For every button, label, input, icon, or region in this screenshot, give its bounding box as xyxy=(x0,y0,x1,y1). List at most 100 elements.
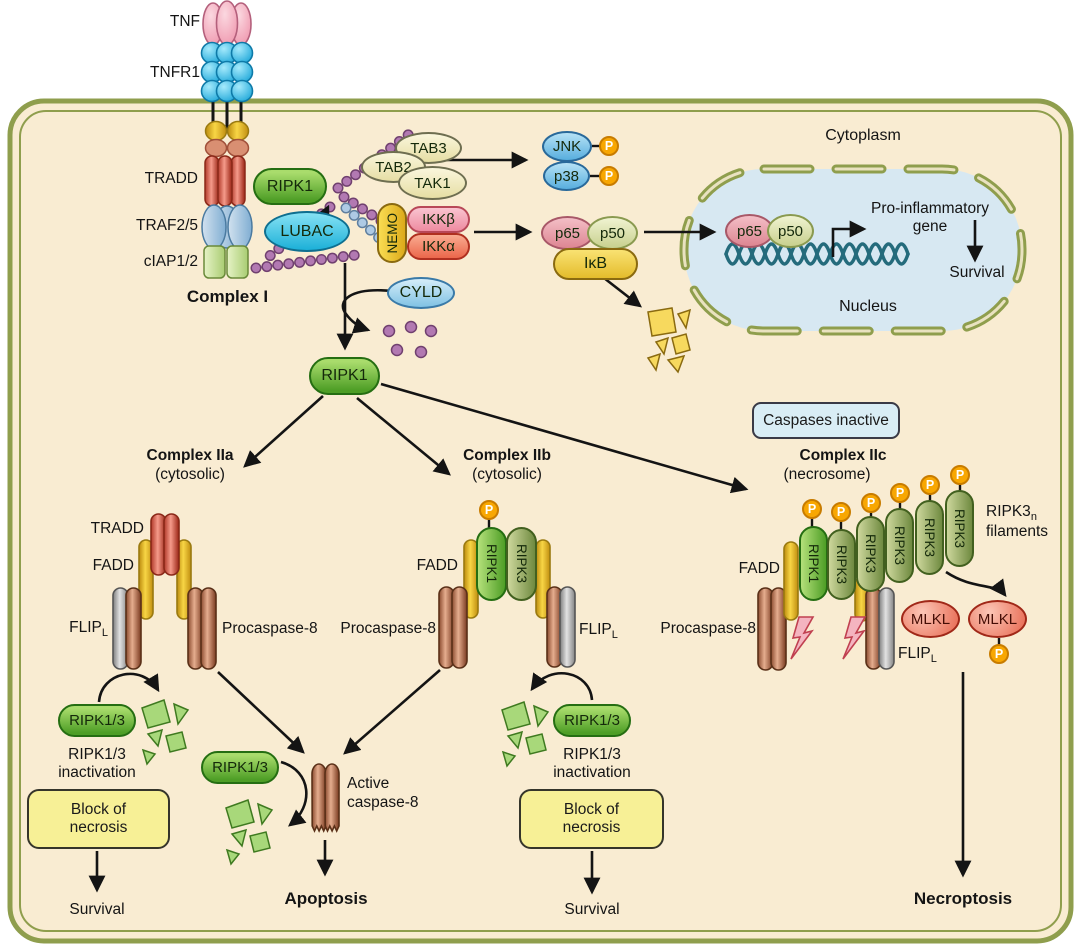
complex2b-subtitle: (cytosolic) xyxy=(472,466,542,483)
filament-label: RIPK1 xyxy=(806,543,821,584)
ripk1-complex1-pill: RIPK1 xyxy=(253,168,327,205)
mlkl-phospho-icon: P xyxy=(989,644,1009,664)
apoptosis-label: Apoptosis xyxy=(284,889,368,908)
arrow-ripk1-to-complex2b xyxy=(356,396,451,476)
ripk3n-filaments-label: RIPK3n xyxy=(986,503,1037,524)
p38-phospho-icon: P xyxy=(599,166,619,186)
filament-label: RIPK3 xyxy=(863,534,878,574)
complex2c-flip-label: FLIPL xyxy=(898,645,978,666)
p38-pill: p38 xyxy=(543,161,590,191)
block2b-line2: necrosis xyxy=(562,819,621,836)
complex2a-block-of-necrosis-box: Block of necrosis xyxy=(27,789,170,849)
p50-pill: p50 xyxy=(587,216,638,250)
receptor-intracellular-segments xyxy=(201,120,253,279)
complex2b-ripk13-pill: RIPK1/3 xyxy=(553,704,631,737)
lubac-pill: LUBAC xyxy=(264,211,350,252)
ikkb-pill: IKKβ xyxy=(407,206,470,233)
complex2a-survival-label: Survival xyxy=(69,901,125,918)
complex2b-ripk3-pill: RIPK3 xyxy=(506,527,537,601)
active-caspase8 xyxy=(311,763,340,833)
ciap12-label: cIAP1/2 xyxy=(143,253,198,270)
complex2b-inactivation-line1: RIPK1/3 xyxy=(563,746,621,763)
flip-text: FLIP xyxy=(898,645,931,662)
filament-phospho-icon-5: P xyxy=(920,475,940,495)
flip-sub: L xyxy=(611,629,618,642)
ripk1-free-pill: RIPK1 xyxy=(309,357,380,395)
complex2a-inactivation-line2: inactivation xyxy=(58,764,136,781)
flip-sub: L xyxy=(930,653,937,666)
filament-label: RIPK3 xyxy=(922,517,937,558)
ripk3n-text: RIPK3 xyxy=(986,503,1031,520)
filament-label: RIPK3 xyxy=(892,525,907,566)
released-ubiquitin xyxy=(382,320,438,359)
ikb-fragments xyxy=(646,307,692,374)
filament-label: RIPK3 xyxy=(952,508,967,549)
ikka-pill: IKKα xyxy=(407,233,470,260)
flip-text: FLIP xyxy=(69,619,102,636)
complex2b-ripk1-pill: RIPK1 xyxy=(476,527,507,601)
filament-phospho-icon-3: P xyxy=(861,493,881,513)
cytoplasm-label: Cytoplasm xyxy=(825,127,901,144)
arrow-2b-to-caspase8 xyxy=(343,669,441,755)
complex2a-tradd-pills xyxy=(150,513,180,576)
arrow-ripk1-to-complex2a xyxy=(243,395,324,468)
complex2a-inactivation-line1: RIPK1/3 xyxy=(68,746,126,763)
complex1-label: Complex I xyxy=(186,287,269,306)
complex2c-flip-pills xyxy=(865,587,895,670)
active-caspase8-label-line1: Active xyxy=(347,775,390,792)
complex2c-fadd-label: FADD xyxy=(738,560,780,577)
complex2c-ripk3-pill-1: RIPK3 xyxy=(827,529,856,600)
complex2b-flip-label: FLIPL xyxy=(579,621,661,642)
complex2a-tradd-label: TRADD xyxy=(90,520,144,537)
jnk-pill: JNK xyxy=(542,131,592,162)
block2a-line2: necrosis xyxy=(69,819,128,836)
complex2c-procaspase8-label: Procaspase-8 xyxy=(660,620,756,637)
complex2c-ripk3-pill-4: RIPK3 xyxy=(915,500,944,575)
nucleus-label: Nucleus xyxy=(839,298,897,315)
complex2a-title: Complex IIa xyxy=(146,447,234,464)
complex2c-procaspase8-pills xyxy=(757,587,787,671)
complex2b-flip-pills xyxy=(546,586,576,668)
ikb-pill: IκB xyxy=(553,248,638,280)
complex2b-block-of-necrosis-box: Block of necrosis xyxy=(519,789,664,849)
tradd-label: TRADD xyxy=(144,170,198,187)
flip-text: FLIP xyxy=(579,621,612,638)
filament-phospho-icon-4: P xyxy=(890,483,910,503)
tnfr1-receptor xyxy=(200,41,254,103)
nemo-pill: NEMO xyxy=(377,203,407,263)
complex2c-ripk1-pill: RIPK1 xyxy=(799,526,828,601)
arrow-flip2a-cleavage xyxy=(97,672,160,703)
arrow-ripk1-to-complex2c xyxy=(380,382,749,494)
block2a-line1: Block of xyxy=(70,801,127,818)
mlkl-pill-1: MLKL xyxy=(901,600,960,638)
filament-phospho-icon-2: P xyxy=(831,502,851,522)
jnk-phospho-icon: P xyxy=(599,136,619,156)
gene-label-line2: gene xyxy=(912,218,948,236)
cyld-pill: CYLD xyxy=(387,277,455,309)
gene-label-line1: Pro-inflammatory xyxy=(871,200,989,217)
tnf-label: TNF xyxy=(169,13,200,30)
tnfr1-label: TNFR1 xyxy=(150,64,200,81)
arrow-cyld-deubiquitination xyxy=(341,289,393,334)
complex2c-ripk3-pill-3: RIPK3 xyxy=(885,508,914,583)
tak1-pill: TAK1 xyxy=(398,166,467,200)
complex2b-phospho-icon: P xyxy=(479,500,499,520)
filament-label: RIPK3 xyxy=(834,544,849,585)
complex2b-fadd-label: FADD xyxy=(416,557,458,574)
complex2c-ripk3-pill-5: RIPK3 xyxy=(945,490,974,567)
arrow-transcription xyxy=(831,220,867,257)
p50-nucleus-pill: p50 xyxy=(767,214,814,248)
complex2b-procaspase8-label: Procaspase-8 xyxy=(340,620,436,637)
complex2c-title: Complex IIc xyxy=(799,447,887,464)
caspases-inactive-box: Caspases inactive xyxy=(752,402,900,439)
mlkl-pill-2: MLKL xyxy=(968,600,1027,638)
complex2a-procaspase8-pills xyxy=(187,587,217,670)
ripk1-vertical-label: RIPK1 xyxy=(484,544,499,584)
arrow-flip2b-cleavage xyxy=(530,672,594,701)
complex2b-inactivation-line2: inactivation xyxy=(553,764,631,781)
arrow-2a-to-caspase8 xyxy=(217,671,305,754)
apoptosis-ripk13-pill: RIPK1/3 xyxy=(201,751,279,784)
complex2a-procaspase8-label: Procaspase-8 xyxy=(222,620,318,637)
